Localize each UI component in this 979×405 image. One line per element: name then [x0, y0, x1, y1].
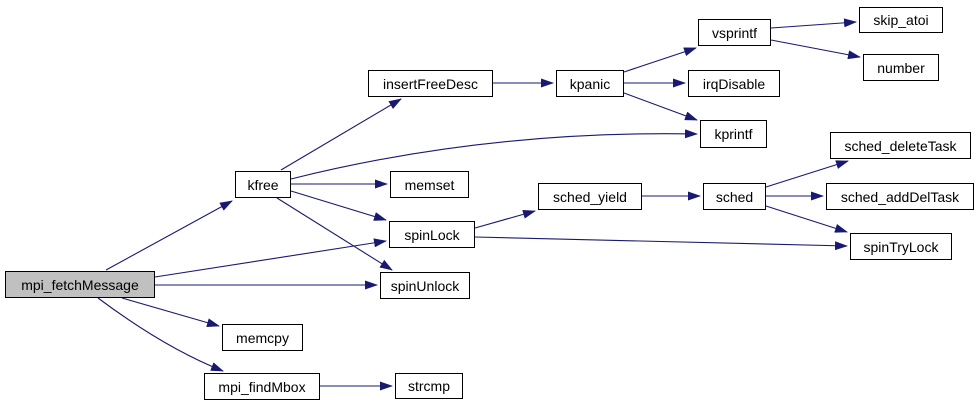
node-kfree[interactable]: kfree: [235, 171, 291, 198]
edge-kfree-kprintf: [290, 129, 698, 180]
node-kprintf[interactable]: kprintf: [700, 120, 767, 148]
edge-sched-spinTryLock: [765, 205, 848, 233]
node-kpanic[interactable]: kpanic: [556, 70, 624, 97]
node-sched_yield[interactable]: sched_yield: [538, 183, 642, 210]
node-number[interactable]: number: [863, 54, 939, 81]
edge-vsprintf-skip_atoi: [770, 18, 857, 29]
edge-mpi_fetchMessage-mpi_findMbox: [97, 297, 224, 372]
node-insertFreeDesc[interactable]: insertFreeDesc: [368, 70, 493, 97]
node-vsprintf[interactable]: vsprintf: [698, 19, 771, 46]
node-mpi_findMbox[interactable]: mpi_findMbox: [204, 373, 320, 400]
edge-kpanic-kprintf: [623, 92, 698, 121]
node-irqDisable[interactable]: irqDisable: [688, 70, 780, 97]
edge-kfree-insertFreeDesc: [280, 98, 402, 171]
edge-mpi_fetchMessage-kfree: [105, 200, 233, 271]
node-sched_deleteTask[interactable]: sched_deleteTask: [830, 132, 971, 159]
edge-spinLock-spinTryLock: [474, 236, 848, 251]
edge-kfree-spinUnlock: [276, 197, 393, 271]
edge-kfree-spinLock: [290, 190, 387, 221]
node-skip_atoi[interactable]: skip_atoi: [859, 7, 943, 33]
node-spinTryLock[interactable]: spinTryLock: [850, 233, 952, 260]
edge-spinLock-sched_yield: [474, 209, 536, 229]
node-sched_addDelTask[interactable]: sched_addDelTask: [826, 183, 974, 210]
node-spinLock[interactable]: spinLock: [389, 221, 475, 248]
node-spinUnlock[interactable]: spinUnlock: [380, 272, 470, 299]
node-sched[interactable]: sched: [703, 183, 766, 210]
edge-vsprintf-number: [770, 39, 861, 60]
node-strcmp[interactable]: strcmp: [395, 373, 463, 399]
node-mpi_fetchMessage: mpi_fetchMessage: [5, 271, 155, 298]
node-memcpy[interactable]: memcpy: [222, 324, 303, 351]
edge-kpanic-vsprintf: [623, 47, 697, 73]
edge-mpi_fetchMessage-memcpy: [121, 297, 220, 327]
node-memset[interactable]: memset: [390, 171, 469, 198]
edge-sched-sched_deleteTask: [765, 160, 849, 188]
edge-mpi_fetchMessage-spinLock: [154, 238, 387, 278]
